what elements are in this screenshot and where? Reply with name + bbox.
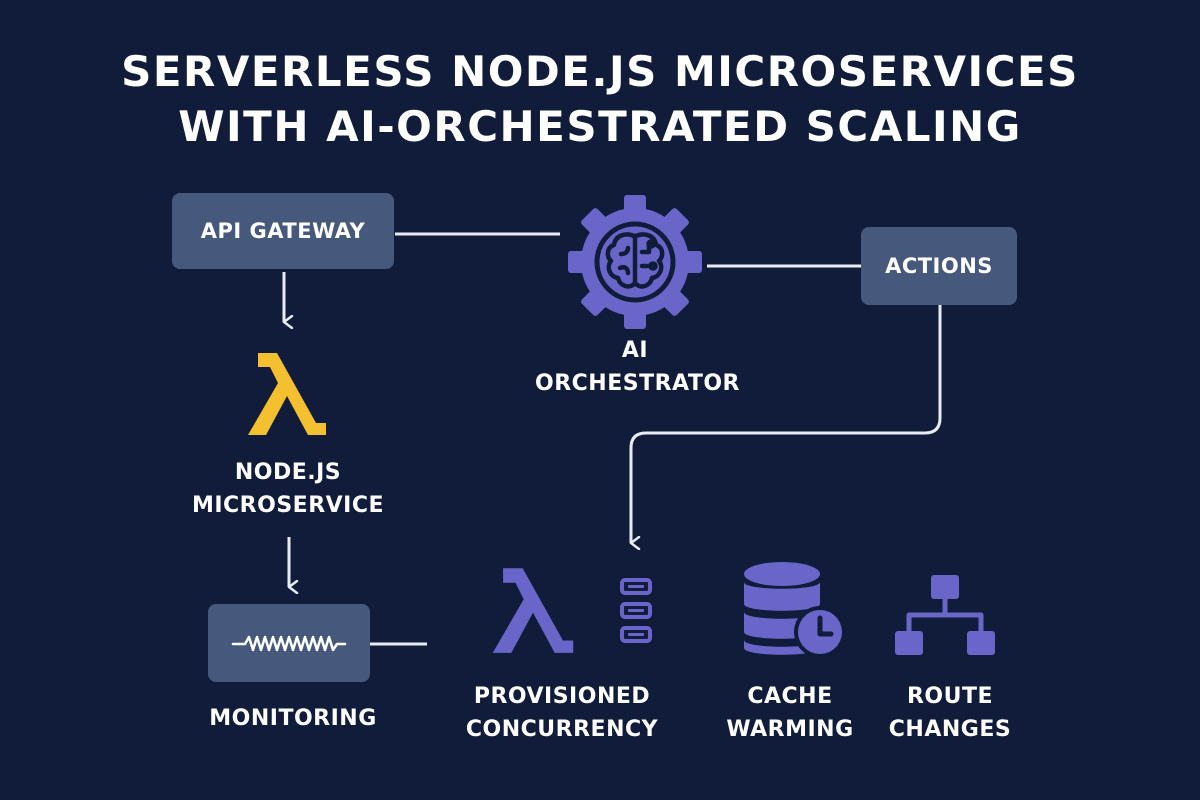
monitoring-box <box>208 604 370 682</box>
route-changes-label-line-1: ROUTE <box>906 684 994 709</box>
stacked-servers-icon <box>620 578 652 643</box>
provisioned-concurrency-label: PROVISIONED CONCURRENCY <box>452 680 672 746</box>
actions-box: ACTIONS <box>861 227 1017 305</box>
monitoring-label: MONITORING <box>209 706 377 731</box>
cache-warming-label-line-2: WARMING <box>726 717 854 742</box>
ai-orchestrator-label: AI ORCHESTRATOR <box>535 334 740 400</box>
route-changes-label: ROUTE CHANGES <box>875 680 1025 746</box>
route-changes-label-line-2: CHANGES <box>888 717 1012 742</box>
network-tree-icon <box>895 575 995 655</box>
nodejs-microservice-label-line-1: NODE.JS <box>234 460 342 485</box>
gear-brain-icon <box>568 195 702 329</box>
database-clock-icon <box>744 562 846 658</box>
waveform-icon <box>231 635 347 652</box>
diagram-title-line-1: SERVERLESS NODE.JS MICROSERVICES <box>121 47 1079 96</box>
ai-orchestrator-label-line-2: ORCHESTRATOR <box>535 371 740 396</box>
actions-label: ACTIONS <box>885 254 993 278</box>
lambda-icon <box>492 568 574 653</box>
lambda-icon <box>248 353 326 435</box>
cache-warming-label-line-1: CACHE <box>747 684 833 709</box>
nodejs-microservice-label-line-2: MICROSERVICE <box>191 493 385 518</box>
nodejs-microservice-label: NODE.JS MICROSERVICE <box>168 456 408 522</box>
cache-warming-label: CACHE WARMING <box>710 680 870 746</box>
diagram-title-line-2: WITH AI-ORCHESTRATED SCALING <box>178 102 1022 151</box>
arrow-actions-to-scaling <box>629 305 942 543</box>
provisioned-concurrency-label-line-1: PROVISIONED <box>473 684 651 709</box>
api-gateway-label: API GATEWAY <box>200 219 366 243</box>
api-gateway-box: API GATEWAY <box>172 193 394 269</box>
ai-orchestrator-label-line-1: AI <box>621 338 649 363</box>
provisioned-concurrency-label-line-2: CONCURRENCY <box>465 717 659 742</box>
